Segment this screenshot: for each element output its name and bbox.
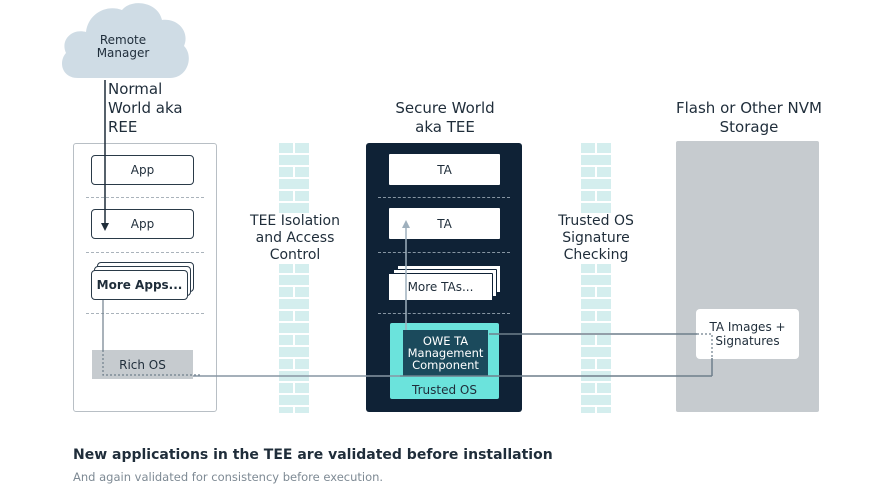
cloud-icon <box>62 3 189 78</box>
app-box[interactable]: App <box>91 155 194 185</box>
owe-ta-management-component[interactable]: OWE TA Management Component <box>403 330 488 376</box>
secure-divider <box>378 197 510 198</box>
storage-dotted-link <box>697 333 713 358</box>
ta-images-box[interactable]: TA Images + Signatures <box>696 309 799 359</box>
signature-wall <box>581 143 611 413</box>
normal-divider <box>86 197 204 198</box>
remote-manager-cloud: Remote Manager <box>58 0 192 82</box>
storage-title: Flash or Other NVM Storage <box>676 99 822 136</box>
isolation-label: TEE Isolation and Access Control <box>240 213 350 264</box>
secure-world-title: Secure World aka TEE <box>395 99 495 136</box>
caption-subtitle: And again validated for consistency befo… <box>73 470 384 484</box>
caption-title: New applications in the TEE are validate… <box>73 447 553 463</box>
storage-panel <box>676 141 819 412</box>
richos-to-owe-path <box>102 350 200 376</box>
more-apps-box[interactable]: More Apps... <box>91 270 188 300</box>
ta-box[interactable]: TA <box>389 154 500 185</box>
rich-os-box[interactable]: Rich OS <box>92 350 193 379</box>
secure-divider <box>378 252 510 253</box>
remote-manager-label: Remote Manager <box>96 33 150 60</box>
isolation-wall <box>279 143 309 413</box>
normal-divider <box>86 313 204 314</box>
trusted-os-label: Trusted OS <box>412 383 477 397</box>
normal-divider <box>86 252 204 253</box>
normal-world-title: Normal World aka REE <box>108 80 183 136</box>
secure-divider <box>378 313 510 314</box>
signature-checking-label: Trusted OS Signature Checking <box>546 213 646 264</box>
